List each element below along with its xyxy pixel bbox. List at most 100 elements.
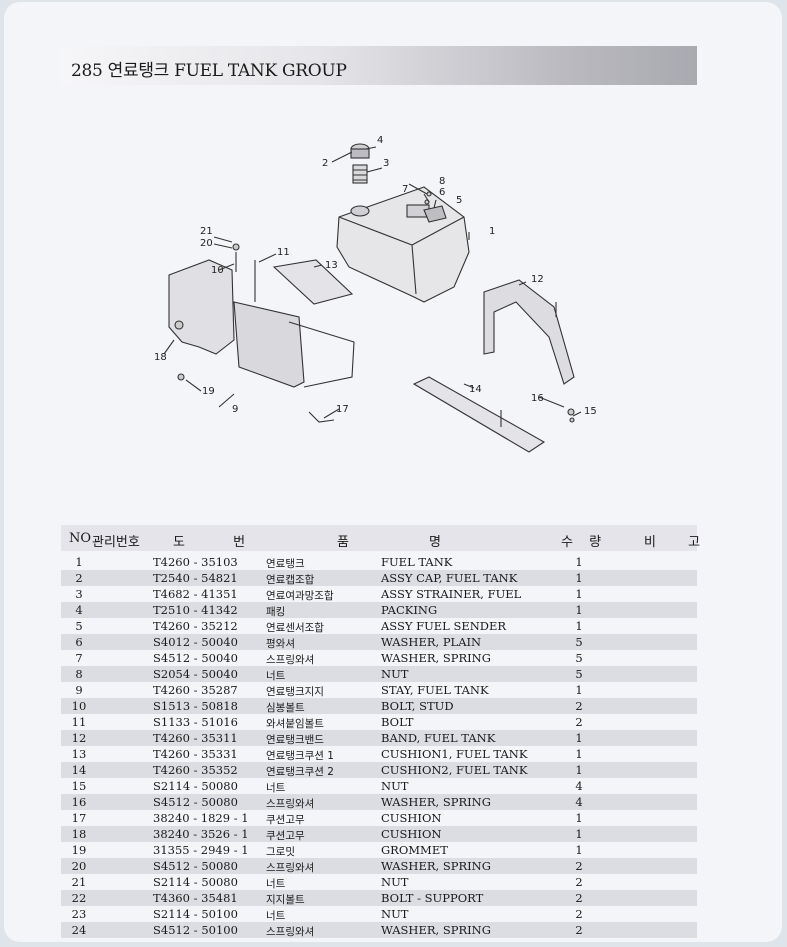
callout-label: 16 [531,393,544,404]
english-name: ASSY CAP, FUEL TANK [381,571,518,585]
row-number: 10 [71,699,87,713]
callout-label: 21 [200,226,213,237]
korean-name: 스프링와셔 [266,926,315,938]
part-number: S1513 - 50818 [153,699,238,713]
quantity: 2 [575,891,583,905]
korean-name: 쿠션고무 [266,814,305,826]
english-name: GROMMET [381,843,448,857]
table-row: 7 S4512 - 50040 스프링와셔 WASHER, SPRING 5 [61,650,697,666]
quantity: 2 [575,699,583,713]
row-number: 24 [71,923,87,937]
quantity: 2 [575,875,583,889]
row-number: 7 [75,651,83,665]
part-number: T2510 - 41342 [153,603,238,617]
part-number: T4260 - 35311 [153,731,238,745]
callout-label: 19 [202,386,215,397]
korean-name: 지지볼트 [266,894,305,906]
korean-name: 스프링와셔 [266,862,315,874]
korean-name: 스프링와셔 [266,654,315,666]
english-name: FUEL TANK [381,555,453,569]
quantity: 1 [575,571,583,585]
quantity: 1 [575,555,583,569]
col-name-1: 품 [337,535,349,550]
part-number: S2114 - 50080 [153,779,238,793]
col-no: NO [69,531,92,546]
callout-label: 17 [336,404,349,415]
korean-name: 심봉볼트 [266,702,305,714]
part-number: T4260 - 35212 [153,619,238,633]
callout-label: 7 [402,184,408,195]
quantity: 1 [575,731,583,745]
catalog-page: 285 연료탱크 FUEL TANK GROUP [4,2,782,942]
english-name: CUSHION [381,811,442,825]
korean-name: 연료탱크밴드 [266,734,324,746]
callout-label: 1 [489,226,495,237]
quantity: 1 [575,763,583,777]
english-name: ASSY FUEL SENDER [381,619,507,633]
callout-label: 18 [154,352,167,363]
english-name: WASHER, SPRING [381,859,491,873]
part-number: 31355 - 2949 - 1 [153,843,249,857]
korean-name: 너트 [266,878,286,890]
part-number: T4260 - 35287 [153,683,238,697]
callout-label: 3 [383,158,389,169]
part-number: 38240 - 3526 - 1 [153,827,249,841]
english-name: CUSHION1, FUEL TANK [381,747,528,761]
row-number: 5 [75,619,83,633]
callout-label: 14 [469,384,482,395]
english-name: WASHER, SPRING [381,651,491,665]
callout-labels: 4 2 3 8 7 6 5 1 21 20 11 13 10 12 18 19 … [154,135,597,417]
part-number: S4512 - 50040 [153,651,238,665]
col-drawing-no: 도 번 [173,535,268,550]
quantity: 5 [575,651,583,665]
callout-label: 15 [584,406,597,417]
part-number: T4360 - 35481 [153,891,238,905]
english-name: WASHER, PLAIN [381,635,482,649]
table-row: 24 S4512 - 50100 스프링와셔 WASHER, SPRING 2 [61,922,697,938]
row-number: 9 [75,683,83,697]
part-number: S4512 - 50100 [153,923,238,937]
english-name: WASHER, SPRING [381,795,491,809]
row-number: 18 [71,827,87,841]
english-name: PACKING [381,603,438,617]
col-name-2: 명 [429,535,441,550]
korean-name: 와셔붙임볼트 [266,718,324,730]
korean-name: 연료탱크지지 [266,686,324,698]
english-name: BOLT, STUD [381,699,454,713]
callout-label: 6 [439,187,445,198]
callout-label: 20 [200,238,213,249]
quantity: 2 [575,907,583,921]
row-number: 8 [75,667,83,681]
english-name: NUT [381,667,409,681]
english-name: NUT [381,875,409,889]
callout-label: 9 [232,404,238,415]
quantity: 2 [575,923,583,937]
part-number: S4012 - 50040 [153,635,238,649]
quantity: 2 [575,859,583,873]
part-number: T4260 - 35331 [153,747,238,761]
english-name: STAY, FUEL TANK [381,683,489,697]
quantity: 1 [575,747,583,761]
part-number: 38240 - 1829 - 1 [153,811,249,825]
quantity: 1 [575,683,583,697]
part-number: S2054 - 50040 [153,667,238,681]
section-title: 285 연료탱크 FUEL TANK GROUP [71,61,347,81]
english-name: WASHER, SPRING [381,923,491,937]
korean-name: 패킹 [266,606,286,618]
quantity: 4 [575,795,583,809]
section-header: 285 연료탱크 FUEL TANK GROUP [61,46,697,85]
